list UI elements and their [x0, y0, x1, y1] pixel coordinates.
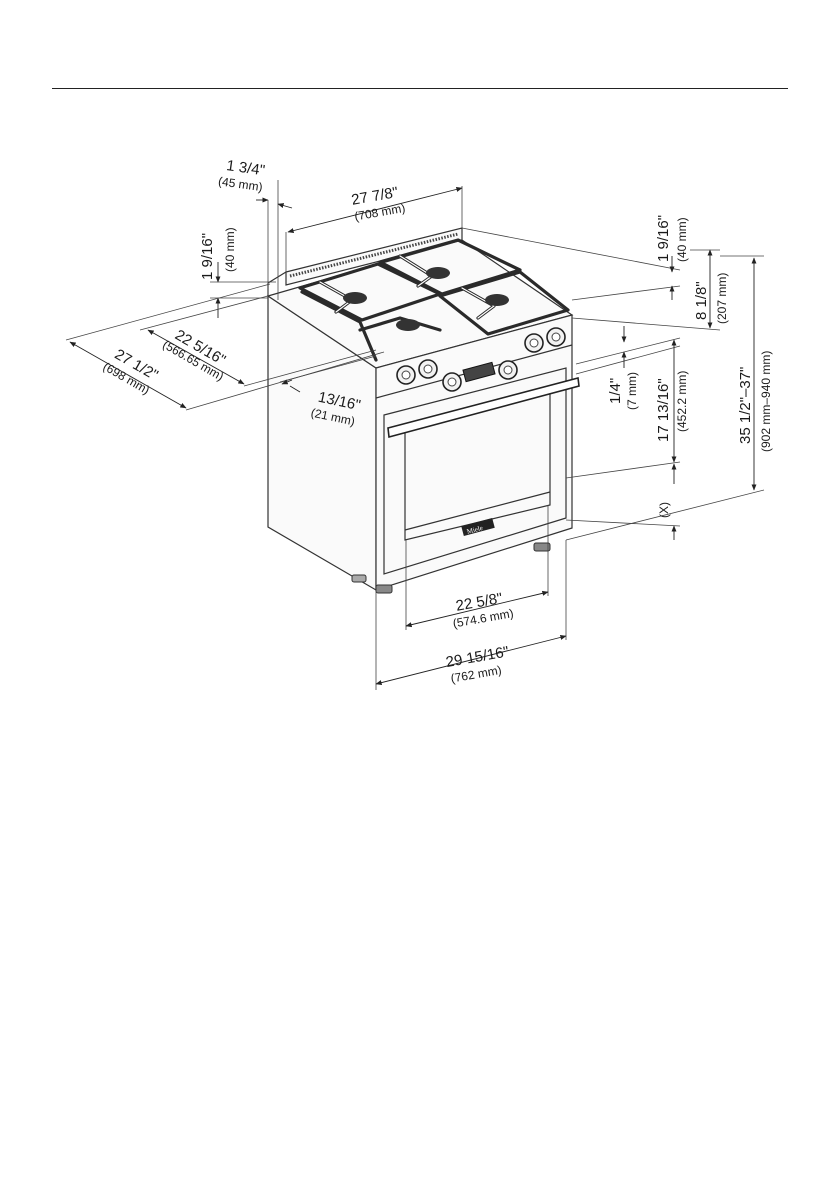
label-oven-height-imperial: 17 13/16" [655, 378, 672, 442]
rear-foot [352, 575, 366, 582]
label-left-backguard-imperial: 1 9/16" [199, 233, 216, 280]
label-control-panel-imperial: 8 1/8" [693, 281, 710, 320]
label-left-backguard-metric: (40 mm) [223, 227, 237, 272]
label-right-backguard-metric: (40 mm) [675, 217, 689, 262]
front-foot-left [376, 585, 392, 593]
label-panel-gap-imperial: 1/4" [607, 378, 624, 404]
label-right-backguard-imperial: 1 9/16" [655, 215, 672, 262]
label-oven-height-metric: (452.2 mm) [675, 371, 689, 432]
label-panel-gap-metric: (7 mm) [625, 372, 639, 410]
label-leg-adjust: (X) [657, 502, 671, 518]
label-total-height-metric: (902 mm–940 mm) [759, 351, 773, 452]
label-total-height-imperial: 35 1/2"–37" [737, 367, 754, 444]
label-control-panel-metric: (207 mm) [715, 273, 729, 324]
